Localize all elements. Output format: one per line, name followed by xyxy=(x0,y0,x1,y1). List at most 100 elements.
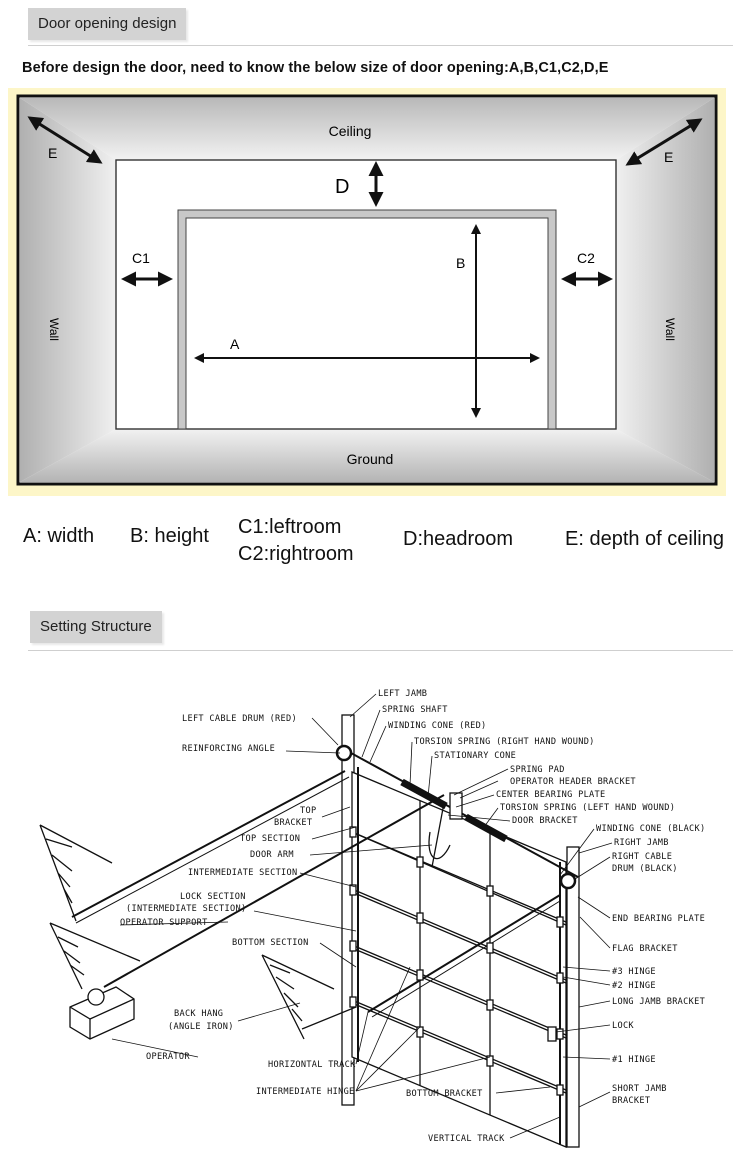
door-opening-diagram: Ceiling Ground Wall Wall E E D C1 C2 A B xyxy=(8,88,726,496)
torsion-spring-right xyxy=(400,778,448,810)
horizontal-track-left xyxy=(75,776,350,924)
horizontal-track-right xyxy=(371,900,561,1018)
label-door-arm: DOOR ARM xyxy=(250,850,294,860)
legend-rightroom: C2:rightroom xyxy=(238,543,354,565)
hinges xyxy=(349,826,564,1096)
right-jamb xyxy=(566,846,580,1148)
horizontal-track-left xyxy=(71,770,346,918)
e-right-arrow xyxy=(625,118,703,166)
section-divider-line xyxy=(351,888,567,981)
c2-label: C2 xyxy=(577,250,595,266)
back-hang-left xyxy=(49,922,141,990)
back-hang-support xyxy=(301,1006,357,1030)
section-divider-line xyxy=(351,947,567,1039)
label-intermediate-hinge: INTERMEDIATE HINGE xyxy=(256,1087,355,1097)
legend-depth: E: depth of ceiling xyxy=(565,528,724,550)
door-arm xyxy=(431,802,445,868)
section-tab-label: Door opening design xyxy=(38,15,177,32)
right-wall-plane xyxy=(616,98,714,482)
label-torsion-spring-right: TORSION SPRING (RIGHT HAND WOUND) xyxy=(414,737,595,747)
label-operator-support: OPERATOR SUPPORT xyxy=(120,918,208,928)
label-lock: LOCK xyxy=(612,1021,634,1031)
label-operator: OPERATOR xyxy=(146,1052,190,1062)
d-label: D xyxy=(335,176,349,198)
e-left-label: E xyxy=(48,145,57,161)
label-back-hang: BACK HANG xyxy=(174,1009,223,1019)
ground-plane xyxy=(20,429,714,482)
label-center-bearing-plate: CENTER BEARING PLATE xyxy=(496,790,605,800)
label-spring-shaft: SPRING SHAFT xyxy=(382,705,448,715)
label-flag-bracket: FLAG BRACKET xyxy=(612,944,678,954)
operator-rail xyxy=(103,794,445,988)
label-stationary-cone: STATIONARY CONE xyxy=(434,751,516,761)
operator-edge xyxy=(89,998,135,1020)
back-hang-right xyxy=(261,954,335,1040)
label-winding-cone-red: WINDING CONE (RED) xyxy=(388,721,487,731)
operator-edge xyxy=(69,1006,91,1020)
c1-label: C1 xyxy=(132,250,150,266)
legend-height: B: height xyxy=(130,525,209,547)
torsion-spring-left xyxy=(464,813,508,843)
section-tab-door-opening: Door opening design xyxy=(28,8,187,40)
label-torsion-spring-left: TORSION SPRING (LEFT HAND WOUND) xyxy=(500,803,675,813)
label-hinge2: #2 HINGE xyxy=(612,981,656,991)
label-left-jamb: LEFT JAMB xyxy=(378,689,427,699)
label-end-bearing-plate: END BEARING PLATE xyxy=(612,914,705,924)
section-divider xyxy=(28,650,733,651)
leader-lines xyxy=(111,693,613,1139)
section-tab-label: Setting Structure xyxy=(40,618,152,635)
e-left-arrow xyxy=(27,116,103,164)
label-operator-header-bracket: OPERATOR HEADER BRACKET xyxy=(510,777,636,787)
label-right-jamb: RIGHT JAMB xyxy=(614,838,669,848)
label-bottom-section: BOTTOM SECTION xyxy=(232,938,309,948)
label-left-cable-drum: LEFT CABLE DRUM (RED) xyxy=(182,714,297,724)
label-long-jamb-bracket: LONG JAMB BRACKET xyxy=(612,997,705,1007)
label-horizontal-track: HORIZONTAL TRACK xyxy=(268,1060,356,1070)
label-hinge3: #3 HINGE xyxy=(612,967,656,977)
section-divider-line xyxy=(351,999,567,1091)
label-back-hang-2: (ANGLE IRON) xyxy=(168,1022,234,1032)
intro-text: Before design the door, need to know the… xyxy=(22,60,609,76)
center-bearing-plate xyxy=(449,792,463,820)
lock xyxy=(547,1026,557,1042)
ground-label: Ground xyxy=(347,451,394,467)
label-reinforcing-angle: REINFORCING ANGLE xyxy=(182,744,275,754)
section-divider-line xyxy=(351,891,567,984)
section-divider xyxy=(28,45,733,46)
wall-right-label: Wall xyxy=(663,318,677,341)
b-label: B xyxy=(456,255,465,271)
wall-left-label: Wall xyxy=(47,318,61,341)
legend-leftroom: C1:leftroom xyxy=(238,516,342,538)
label-door-bracket: DOOR BRACKET xyxy=(512,816,578,826)
operator-support xyxy=(39,824,113,922)
label-top-bracket-2: BRACKET xyxy=(274,818,312,828)
back-wall xyxy=(115,159,617,430)
a-label: A xyxy=(230,336,240,352)
label-vertical-track: VERTICAL TRACK xyxy=(428,1134,505,1144)
label-lock-section: LOCK SECTION xyxy=(180,892,246,902)
label-top-section: TOP SECTION xyxy=(240,834,300,844)
label-lock-section-2: (INTERMEDIATE SECTION) xyxy=(126,904,246,914)
label-winding-cone-black: WINDING CONE (BLACK) xyxy=(596,824,705,834)
label-top-bracket: TOP xyxy=(300,806,316,816)
section-tab-setting-structure: Setting Structure xyxy=(30,611,162,643)
label-short-jamb-bracket-2: BRACKET xyxy=(612,1096,650,1106)
left-wall-plane xyxy=(20,98,116,482)
legend-headroom: D:headroom xyxy=(403,528,514,550)
right-cable-drum xyxy=(559,872,577,890)
section-divider-line xyxy=(351,944,567,1036)
label-spring-pad: SPRING PAD xyxy=(510,765,565,775)
door-opening-frame xyxy=(177,209,557,430)
ceiling-label: Ceiling xyxy=(329,123,372,139)
operator-motor xyxy=(87,988,105,1006)
label-right-cable-drum: RIGHT CABLE xyxy=(612,852,672,862)
door-arm-curve xyxy=(428,831,451,860)
ceiling-plane xyxy=(20,98,714,160)
label-short-jamb-bracket: SHORT JAMB xyxy=(612,1084,667,1094)
legend-width: A: width xyxy=(23,525,95,547)
label-hinge1: #1 HINGE xyxy=(612,1055,656,1065)
section-divider-line xyxy=(351,831,567,926)
door-structure-diagram: LEFT JAMB SPRING SHAFT WINDING CONE (RED… xyxy=(39,689,705,1148)
label-right-cable-drum-2: DRUM (BLACK) xyxy=(612,864,678,874)
label-bottom-bracket: BOTTOM BRACKET xyxy=(406,1089,483,1099)
